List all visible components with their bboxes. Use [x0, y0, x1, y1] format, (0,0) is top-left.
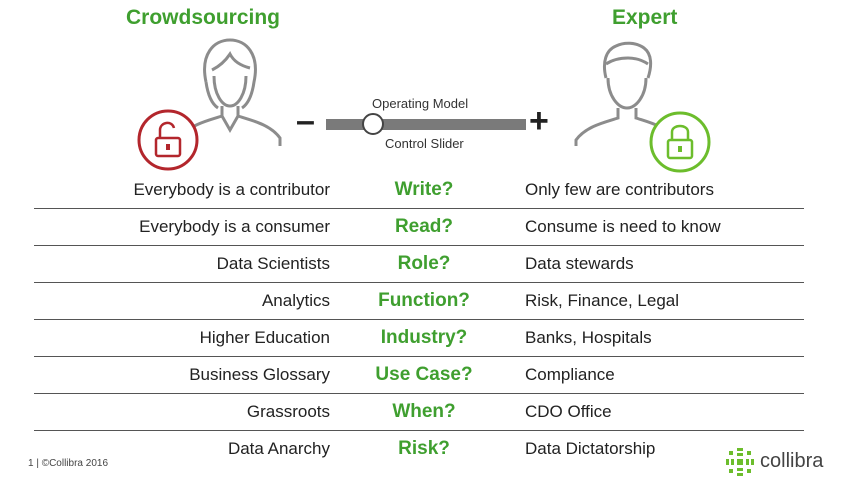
- expert-cell: Only few are contributors: [525, 180, 714, 199]
- question-cell: Risk?: [398, 438, 450, 459]
- question-cell: When?: [392, 401, 456, 422]
- slider-label-top: Operating Model: [372, 96, 469, 111]
- brand-name: collibra: [760, 450, 824, 472]
- question-cell: Industry?: [380, 327, 468, 348]
- table-row: Business Glossary Use Case? Compliance: [34, 357, 804, 394]
- table-row: Everybody is a consumer Read? Consume is…: [34, 209, 804, 246]
- table-row: Data Scientists Role? Data stewards: [34, 246, 804, 283]
- crowdsourcing-cell: Business Glossary: [189, 365, 330, 384]
- crowdsourcing-cell: Data Scientists: [216, 254, 330, 273]
- table-row: Grassroots When? CDO Office: [34, 394, 804, 431]
- expert-cell: Consume is need to know: [525, 217, 721, 236]
- locked-padlock-icon: [649, 111, 711, 173]
- expert-heading: Expert: [612, 6, 678, 29]
- collibra-logo-icon: [726, 448, 754, 476]
- table-row: Analytics Function? Risk, Finance, Legal: [34, 283, 804, 320]
- control-slider-track[interactable]: [326, 119, 526, 130]
- slider-label-bottom: Control Slider: [385, 136, 464, 151]
- expert-cell: Risk, Finance, Legal: [525, 291, 680, 310]
- expert-cell: Compliance: [525, 365, 615, 384]
- question-cell: Write?: [394, 179, 454, 200]
- question-cell: Use Case?: [375, 364, 473, 385]
- question-cell: Role?: [397, 253, 451, 274]
- crowdsourcing-cell: Everybody is a consumer: [139, 217, 330, 236]
- question-cell: Function?: [378, 290, 470, 311]
- footer-copyright: 1 | ©Collibra 2016: [28, 458, 109, 469]
- crowdsourcing-cell: Everybody is a contributor: [133, 180, 330, 199]
- table-row: Everybody is a contributor Write? Only f…: [34, 172, 804, 209]
- person-female-icon: [178, 38, 282, 146]
- plus-sign: +: [529, 102, 549, 140]
- expert-cell: Data Dictatorship: [525, 439, 656, 458]
- crowdsourcing-heading: Crowdsourcing: [126, 6, 281, 29]
- expert-cell: Banks, Hospitals: [525, 328, 652, 347]
- question-cell: Read?: [394, 216, 454, 237]
- crowdsourcing-cell: Grassroots: [246, 402, 330, 421]
- minus-sign: –: [296, 102, 315, 140]
- unlocked-padlock-icon: [137, 109, 199, 171]
- expert-cell: CDO Office: [525, 402, 612, 421]
- crowdsourcing-cell: Higher Education: [199, 328, 330, 347]
- table-row: Data Anarchy Risk? Data Dictatorship: [34, 431, 804, 467]
- control-slider-thumb[interactable]: [362, 113, 384, 135]
- table-row: Higher Education Industry? Banks, Hospit…: [34, 320, 804, 357]
- crowdsourcing-cell: Data Anarchy: [227, 439, 330, 458]
- crowdsourcing-cell: Analytics: [261, 291, 330, 310]
- expert-cell: Data stewards: [525, 254, 634, 273]
- comparison-table: Everybody is a contributor Write? Only f…: [34, 172, 804, 467]
- brand-logo: collibra: [726, 448, 823, 476]
